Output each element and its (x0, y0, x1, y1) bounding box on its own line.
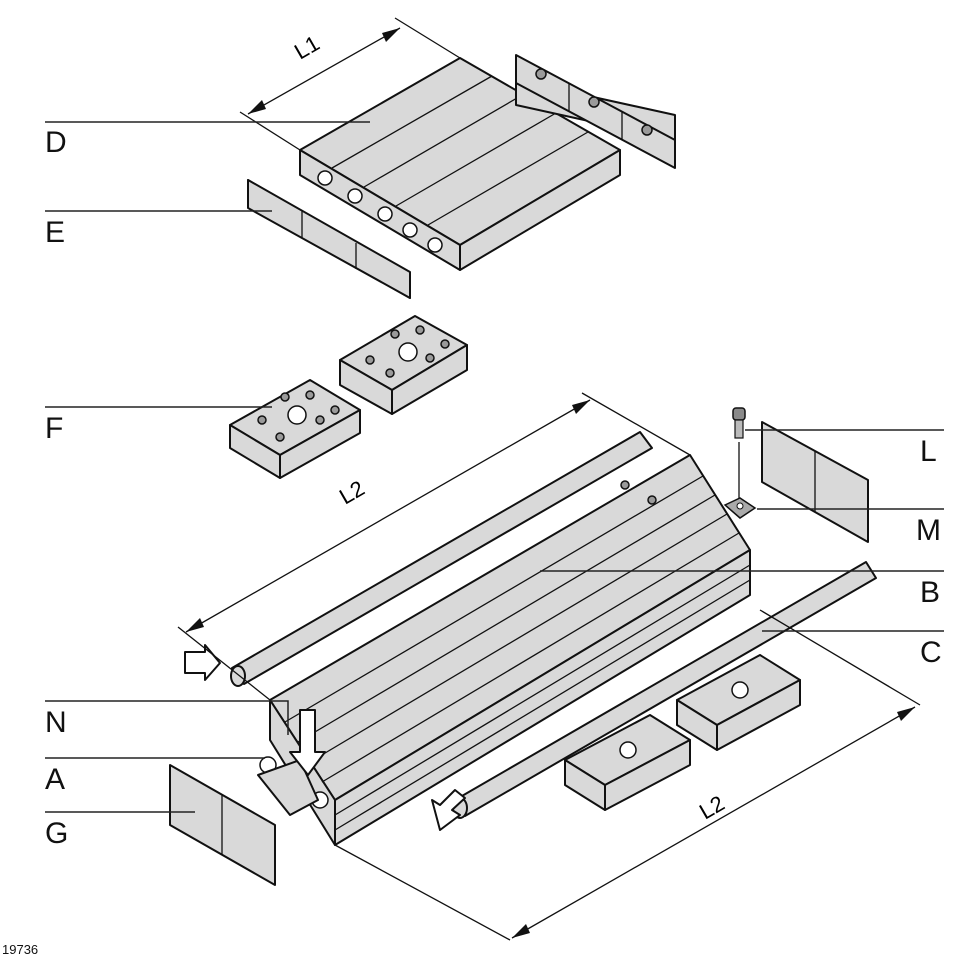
svg-text:L2: L2 (335, 475, 369, 509)
carriage-front (229, 379, 361, 479)
end-cap-plate-top (515, 54, 676, 169)
callout-c: C (920, 636, 942, 669)
end-cap-plate-l (761, 421, 869, 543)
callout-d: D (45, 126, 67, 159)
leader-lines (45, 121, 944, 813)
callout-a: A (45, 763, 66, 796)
insert-arrow-rod (184, 644, 221, 681)
callout-g: G (45, 817, 69, 850)
svg-text:L2: L2 (695, 790, 729, 824)
end-cap-plate-e (247, 179, 411, 299)
callout-e: E (45, 216, 66, 249)
carriage-rail-back (676, 654, 801, 751)
carriage-back (339, 315, 468, 415)
round-rail-left (230, 431, 653, 687)
screw-icon (732, 407, 746, 500)
callout-f: F (45, 412, 64, 445)
callout-b: B (920, 576, 941, 609)
callout-n: N (45, 706, 67, 739)
callout-m: M (916, 514, 941, 547)
end-cap-plate-g (169, 764, 276, 886)
callout-l: L (920, 435, 937, 468)
carriage-rail-front (564, 714, 691, 811)
connector-a (257, 759, 319, 816)
insert-arrow-down (289, 709, 326, 776)
svg-text:L1: L1 (290, 30, 324, 64)
t-nut-icon (723, 497, 757, 519)
figure-number: 19736 (2, 942, 39, 957)
insert-arrow-rod-right (431, 789, 466, 831)
